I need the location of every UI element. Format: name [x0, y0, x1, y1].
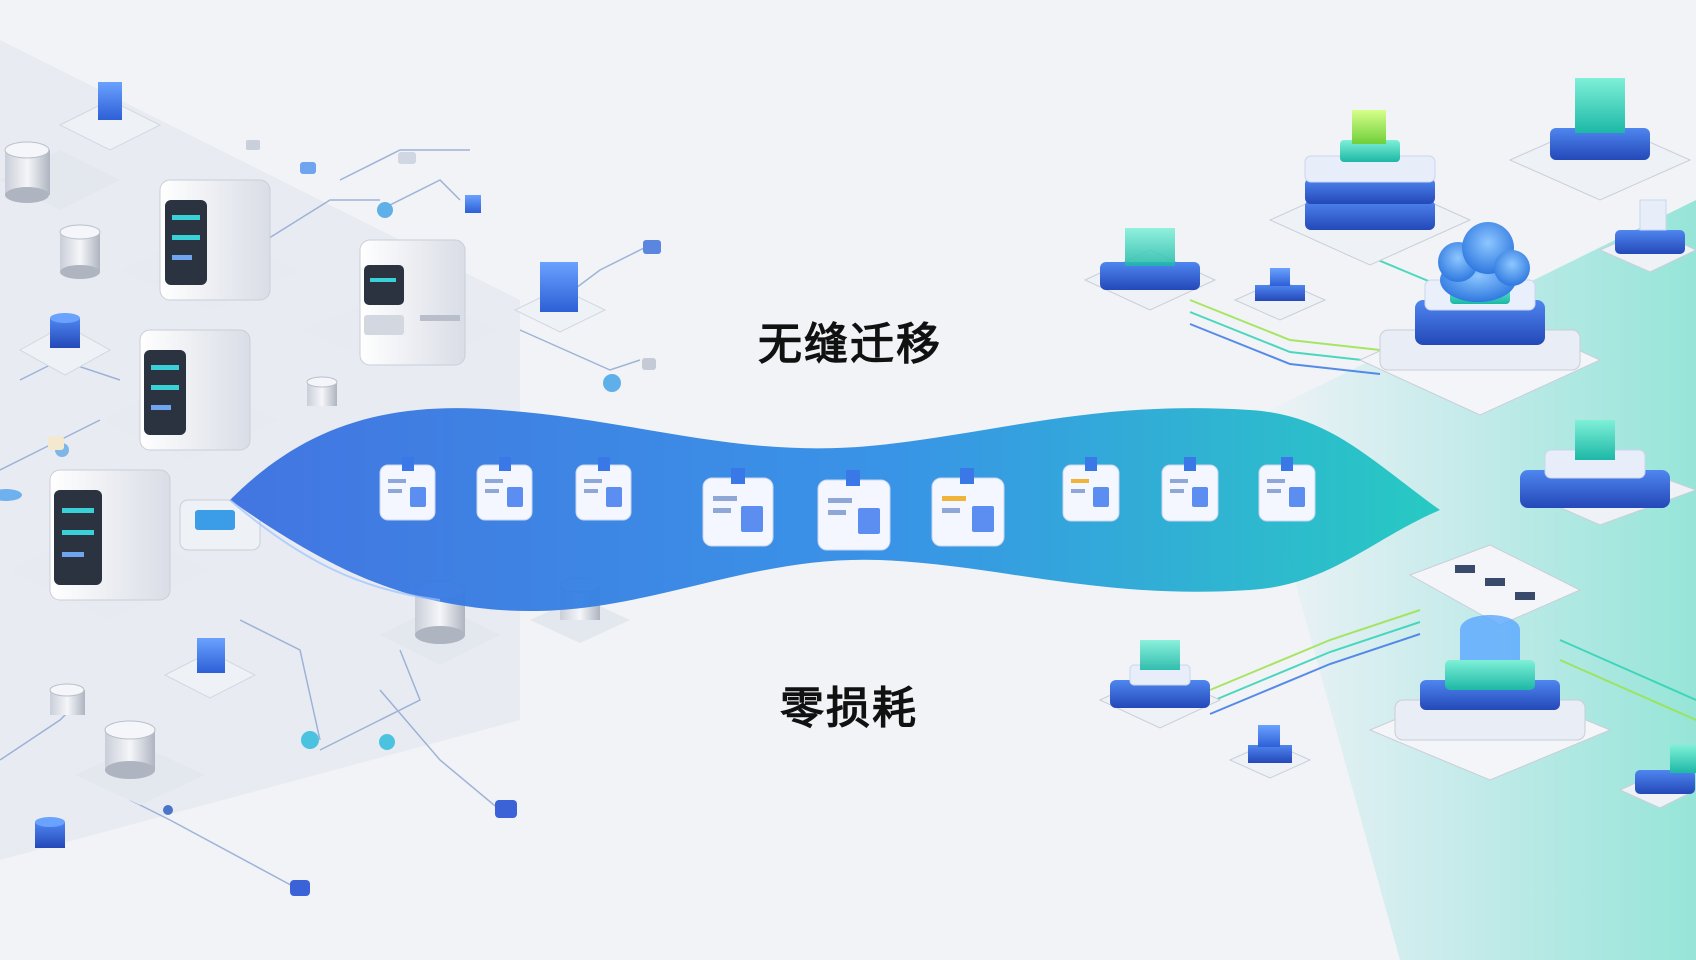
network-node-icon — [55, 140, 661, 896]
caption-zero-loss: 零损耗 — [780, 683, 918, 734]
server-rack-icon — [10, 179, 500, 620]
cloud-icon — [1438, 222, 1530, 302]
document-box-icon — [379, 457, 1316, 551]
caption-seamless-migration: 无缝迁移 — [758, 319, 942, 370]
stacked-platform-icon — [1083, 78, 1696, 809]
database-icon — [0, 141, 630, 848]
blue-cube-icon — [58, 82, 607, 699]
left-network-lines — [0, 149, 651, 891]
